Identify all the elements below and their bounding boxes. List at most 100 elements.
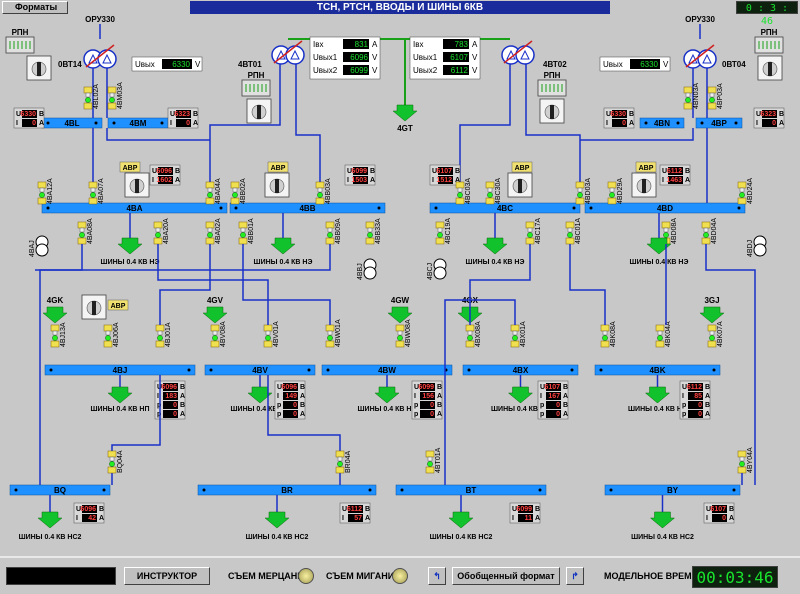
breaker-4bx01a-bottom[interactable] bbox=[510, 340, 520, 348]
breaker-4bj13a-bottom[interactable] bbox=[50, 340, 60, 348]
breaker-4bv08a-bottom[interactable] bbox=[210, 340, 220, 348]
breaker-4bc17a-bottom[interactable] bbox=[525, 237, 535, 245]
breaker-4bk07a-top[interactable] bbox=[707, 324, 717, 332]
breaker-4bc19a-bottom[interactable] bbox=[435, 237, 445, 245]
breaker-4bk04a-bottom[interactable] bbox=[655, 340, 665, 348]
breaker-4bd24a-bottom[interactable] bbox=[737, 197, 747, 205]
breaker-4bb09a-mid bbox=[327, 227, 333, 233]
breaker-4bc01a-top[interactable] bbox=[565, 221, 575, 229]
breaker-4ba02a-top[interactable] bbox=[205, 221, 215, 229]
breaker-4bd03a-bottom[interactable] bbox=[575, 197, 585, 205]
avr-4bb[interactable] bbox=[267, 161, 289, 173]
breaker-4bw08a-top[interactable] bbox=[395, 324, 405, 332]
blink-button[interactable] bbox=[392, 568, 408, 584]
breaker-4bb02a-bottom[interactable] bbox=[230, 197, 240, 205]
breaker-4bv08a-top[interactable] bbox=[210, 324, 220, 332]
breaker-4bm03a-bottom[interactable] bbox=[107, 102, 117, 110]
breaker-4bj13a-top[interactable] bbox=[50, 324, 60, 332]
breaker-4bb09a-top[interactable] bbox=[325, 221, 335, 229]
breaker-4bd04a-top[interactable] bbox=[701, 221, 711, 229]
breaker-4bn03a-top[interactable] bbox=[683, 86, 693, 94]
breaker-4bc01a-bottom[interactable] bbox=[565, 237, 575, 245]
breaker-4bb33a-bottom[interactable] bbox=[365, 237, 375, 245]
breaker-4bb09a-bottom[interactable] bbox=[325, 237, 335, 245]
breaker-4by04a-top[interactable] bbox=[737, 450, 747, 458]
breaker-4ba08a-bottom[interactable] bbox=[77, 237, 87, 245]
back-button[interactable]: ↰ bbox=[428, 567, 446, 585]
breaker-4bc03a-bottom[interactable] bbox=[455, 197, 465, 205]
breaker-4bx08a-top[interactable] bbox=[465, 324, 475, 332]
breaker-4bd03a-top[interactable] bbox=[575, 181, 585, 189]
breaker-4ba04a-top[interactable] bbox=[205, 181, 215, 189]
breaker-4ba12a-top[interactable] bbox=[37, 181, 47, 189]
breaker-4bl02a-bottom[interactable] bbox=[83, 102, 93, 110]
breaker-4bb01a-top[interactable] bbox=[238, 221, 248, 229]
breaker-4bk08a-top[interactable] bbox=[600, 324, 610, 332]
breaker-4bb03a-top[interactable] bbox=[315, 181, 325, 189]
breaker-4bv01a-bottom[interactable] bbox=[263, 340, 273, 348]
breaker-4bk08a-bottom[interactable] bbox=[600, 340, 610, 348]
breaker-4by04a-bottom[interactable] bbox=[737, 466, 747, 474]
breaker-4ba04a-bottom[interactable] bbox=[205, 197, 215, 205]
breaker-4bb01a-bottom[interactable] bbox=[238, 237, 248, 245]
breaker-4ba08a-top[interactable] bbox=[77, 221, 87, 229]
meter-4bj-value: 0 bbox=[173, 411, 177, 418]
breaker-br04a-top[interactable] bbox=[335, 450, 345, 458]
breaker-bq04a-bottom[interactable] bbox=[107, 466, 117, 474]
breaker-4bm03a-top[interactable] bbox=[107, 86, 117, 94]
breaker-4bw01a-top[interactable] bbox=[325, 324, 335, 332]
breaker-4bk04a-top[interactable] bbox=[655, 324, 665, 332]
avr-4ba[interactable] bbox=[119, 161, 141, 173]
breaker-4bc30a-top[interactable] bbox=[485, 181, 495, 189]
breaker-4ba02a-bottom[interactable] bbox=[205, 237, 215, 245]
breaker-4bk07a-bottom[interactable] bbox=[707, 340, 717, 348]
breaker-4bb33a-top[interactable] bbox=[365, 221, 375, 229]
breaker-4bc30a-bottom[interactable] bbox=[485, 197, 495, 205]
breaker-4bd24a-top[interactable] bbox=[737, 181, 747, 189]
breaker-4bc19a-top[interactable] bbox=[435, 221, 445, 229]
breaker-4bx08a-bottom[interactable] bbox=[465, 340, 475, 348]
breaker-4bd04a-bottom[interactable] bbox=[701, 237, 711, 245]
avr-4bj[interactable] bbox=[107, 299, 129, 311]
breaker-4bn03a-bottom[interactable] bbox=[683, 102, 693, 110]
breaker-4bb02a-top[interactable] bbox=[230, 181, 240, 189]
avr-4bc[interactable] bbox=[511, 161, 533, 173]
formats-menu-button[interactable]: Форматы bbox=[2, 1, 68, 14]
breaker-4bt01a-top[interactable] bbox=[425, 450, 435, 458]
breaker-4ba12a-bottom[interactable] bbox=[37, 197, 47, 205]
generalized-format-button[interactable]: Обобщенный формат bbox=[452, 567, 560, 585]
breaker-4ba07a-bottom[interactable] bbox=[88, 197, 98, 205]
breaker-4ba20a-top[interactable] bbox=[153, 221, 163, 229]
breaker-4bd29a-top[interactable] bbox=[607, 181, 617, 189]
breaker-4bt01a-bottom[interactable] bbox=[425, 466, 435, 474]
breaker-4bv01a-top[interactable] bbox=[263, 324, 273, 332]
instructor-button[interactable]: ИНСТРУКТОР bbox=[124, 567, 210, 585]
breaker-4bw01a-bottom[interactable] bbox=[325, 340, 335, 348]
breaker-br04a-bottom[interactable] bbox=[335, 466, 345, 474]
breaker-4bp03a-bottom[interactable] bbox=[707, 102, 717, 110]
breaker-4bd29a-bottom[interactable] bbox=[607, 197, 617, 205]
breaker-4bp03a-top[interactable] bbox=[707, 86, 717, 94]
breaker-4bx01a-top[interactable] bbox=[510, 324, 520, 332]
breaker-4ba20a-bottom[interactable] bbox=[153, 237, 163, 245]
forward-button[interactable]: ↱ bbox=[566, 567, 584, 585]
breaker-4bb03a-bottom[interactable] bbox=[315, 197, 325, 205]
avr-4bd[interactable] bbox=[635, 161, 657, 173]
breaker-4bj06a-top[interactable] bbox=[103, 324, 113, 332]
meter-4bk-key: p bbox=[682, 411, 686, 418]
breaker-4bc03a-top[interactable] bbox=[455, 181, 465, 189]
breaker-4bw08a-bottom[interactable] bbox=[395, 340, 405, 348]
breaker-4bc17a-top[interactable] bbox=[525, 221, 535, 229]
breaker-4ba07a-top[interactable] bbox=[88, 181, 98, 189]
breaker-bq04a-top[interactable] bbox=[107, 450, 117, 458]
breaker-4bj01a-top[interactable] bbox=[155, 324, 165, 332]
ne-arrow-4bb bbox=[270, 237, 296, 255]
meter-4bv-key: U bbox=[277, 384, 282, 391]
flicker-button[interactable] bbox=[298, 568, 314, 584]
breaker-4bj06a-bottom[interactable] bbox=[103, 340, 113, 348]
trafo-right-arrow bbox=[685, 44, 715, 68]
breaker-4bd08a-top[interactable] bbox=[661, 221, 671, 229]
breaker-4bj01a-bottom[interactable] bbox=[155, 340, 165, 348]
breaker-4bl02a-top[interactable] bbox=[83, 86, 93, 94]
breaker-bq04a-lamp bbox=[109, 461, 115, 467]
